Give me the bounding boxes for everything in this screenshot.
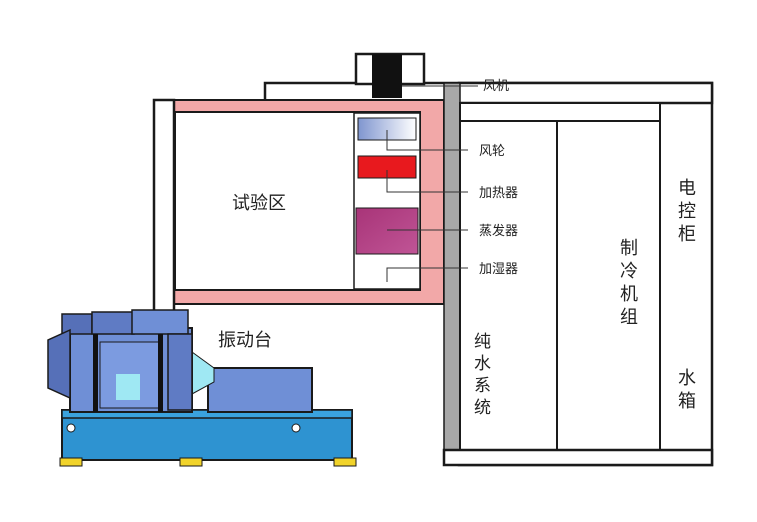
svg-text:电: 电	[678, 178, 696, 199]
svg-text:组: 组	[620, 307, 638, 328]
fan-motor-label: 风机	[483, 79, 509, 94]
pure-water-system-label: 纯 水 系 统	[474, 332, 491, 418]
fan-wheel-label: 风轮	[479, 144, 505, 159]
svg-text:机: 机	[620, 284, 638, 305]
heater-leader	[386, 170, 468, 193]
shaker-bar-right	[158, 334, 163, 412]
svg-text:箱: 箱	[678, 391, 696, 412]
slip-table	[207, 367, 313, 413]
fan-motor-core	[372, 54, 402, 98]
test-zone-label: 试验区	[232, 193, 286, 214]
vibration-table-label: 振动台	[218, 330, 272, 351]
base-bolt-left	[66, 423, 76, 433]
chamber-left-post	[152, 98, 176, 314]
svg-text:冷: 冷	[620, 261, 638, 282]
svg-text:柜: 柜	[678, 224, 696, 245]
shaker-top-block-2	[91, 311, 135, 335]
shaker-window	[116, 374, 140, 400]
fan-wheel-leader	[386, 130, 468, 151]
foot-3	[333, 457, 357, 467]
shaker-front-face	[167, 333, 193, 411]
water-tank-label: 水 箱	[678, 368, 696, 412]
equipment-inner-frame	[459, 102, 661, 451]
svg-text:控: 控	[678, 201, 696, 222]
bottom-bar	[442, 448, 714, 467]
humidifier-leader	[386, 267, 468, 282]
vibration-table	[47, 309, 357, 467]
evaporator-label: 蒸发器	[479, 223, 518, 239]
svg-text:水: 水	[474, 354, 491, 374]
base-bolt-right	[291, 423, 301, 433]
foot-1	[59, 457, 83, 467]
foot-2	[179, 457, 203, 467]
svg-text:制: 制	[620, 238, 638, 259]
shaker-side-panel	[47, 328, 71, 400]
humidifier-label: 加湿器	[479, 262, 518, 277]
shaker-bar-left	[93, 334, 98, 412]
evaporator-block	[355, 207, 419, 255]
svg-text:纯: 纯	[474, 332, 491, 352]
shaker-top-block-3	[131, 309, 189, 335]
heater-label: 加热器	[479, 186, 518, 201]
svg-text:系: 系	[474, 376, 491, 396]
refrigeration-unit-label: 制 冷 机 组	[620, 238, 638, 328]
equipment-inner-top-strip	[459, 102, 661, 122]
control-cabinet-label: 电 控 柜	[678, 178, 696, 245]
partition-wall	[443, 82, 461, 466]
svg-text:统: 统	[474, 398, 491, 418]
svg-text:水: 水	[678, 368, 696, 389]
